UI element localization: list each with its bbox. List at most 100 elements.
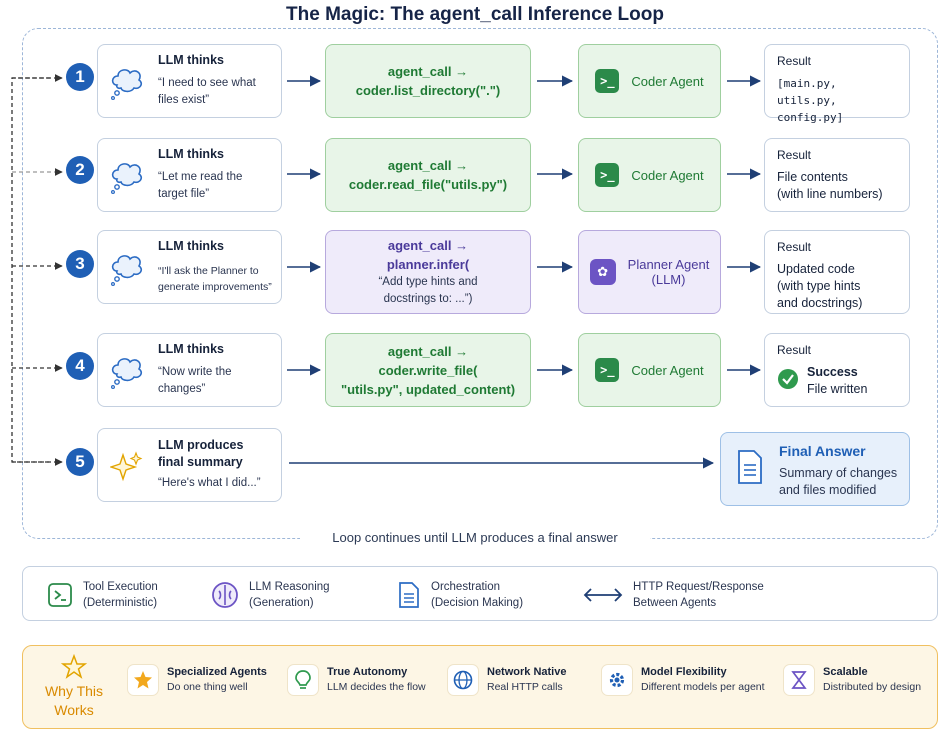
result-text: utils.py, config.py]: [777, 94, 844, 124]
thought-bubble-icon: [110, 358, 142, 389]
terminal-icon: >_: [595, 358, 620, 382]
bulb-icon: [287, 664, 319, 696]
planner-agent-box: ✿ Planner Agent (LLM): [578, 230, 721, 314]
result-box-3: Result Updated code (with type hints and…: [764, 230, 910, 314]
agent-label: Coder Agent: [631, 167, 704, 183]
step-number-5: 5: [66, 448, 94, 476]
result-text: and docstrings): [777, 296, 863, 310]
legend-item-llm: LLM Reasoning (Generation): [211, 567, 330, 622]
result-text: File contents: [777, 170, 848, 184]
result-title: Result: [777, 148, 812, 162]
sparkle-icon: [110, 451, 143, 482]
double-arrow-icon: [583, 587, 623, 602]
terminal-icon: [48, 582, 72, 607]
legend: Tool Execution(Deterministic) LLM Reason…: [22, 566, 938, 621]
result-text: File written: [807, 382, 868, 396]
think-title: LLM thinks: [158, 239, 224, 253]
legend-sub: (Decision Making): [431, 596, 524, 609]
document-icon: [399, 581, 419, 608]
think-title: LLM thinks: [158, 53, 224, 67]
step-number-1: 1: [66, 63, 94, 91]
coder-agent-box-1: >_ Coder Agent: [578, 44, 721, 118]
step-number-4: 4: [66, 352, 94, 380]
result-text: (with type hints: [777, 279, 861, 293]
result-title: Result: [777, 240, 812, 254]
result-text: Updated code: [777, 262, 855, 276]
legend-title: Orchestration: [431, 580, 501, 593]
result-box-2: Result File contents (with line numbers): [764, 138, 910, 212]
thought-bubble-icon: [110, 69, 142, 100]
thought-bubble-icon: [110, 163, 142, 194]
loop-caption: Loop continues until LLM produces a fina…: [300, 529, 650, 547]
result-text: (with line numbers): [777, 187, 883, 201]
result-box-1: Result [main.py, utils.py, config.py]: [764, 44, 910, 124]
terminal-icon: >_: [595, 163, 620, 187]
legend-sub: (Generation): [249, 596, 314, 609]
call-line: planner.infer(: [386, 257, 470, 272]
legend-item-tool: Tool Execution(Deterministic): [47, 567, 158, 622]
think-text: “Here's what I did...”: [158, 477, 261, 489]
call-line: agent_call →: [387, 64, 469, 79]
document-icon: [738, 450, 762, 484]
agent-call-box-2: agent_call → coder.read_file("utils.py"): [325, 138, 531, 212]
think-title: LLM thinks: [158, 342, 224, 356]
legend-item-orchestration: Orchestration (Decision Making): [397, 567, 523, 622]
coder-agent-box-4: >_ Coder Agent: [578, 333, 721, 407]
thought-bubble-icon: [110, 255, 142, 286]
check-icon: [778, 369, 798, 389]
agent-label: Planner Agent (LLM): [627, 257, 710, 287]
result-box-4: Result Success File written: [764, 333, 910, 407]
step-number-3: 3: [66, 250, 94, 278]
globe-icon: [447, 664, 479, 696]
call-line: "utils.py", updated_content): [340, 381, 516, 397]
gear-icon: [601, 664, 633, 696]
final-answer-title: Final Answer: [779, 443, 866, 459]
agent-label: Coder Agent: [631, 73, 704, 89]
terminal-icon: >_: [595, 69, 620, 93]
brain-icon: ✿: [589, 259, 616, 285]
agent-call-box-4: agent_call → coder.write_file( "utils.py…: [325, 333, 531, 407]
agent-call-box-1: agent_call → coder.list_directory("."): [325, 44, 531, 118]
step-number-2: 2: [66, 156, 94, 184]
legend-title: LLM Reasoning: [249, 580, 330, 593]
result-title: Result: [777, 343, 812, 357]
coder-agent-box-2: >_ Coder Agent: [578, 138, 721, 212]
call-line: “Add type hints and: [378, 276, 478, 288]
legend-sub: (Deterministic): [83, 596, 158, 609]
result-text: [main.py,: [777, 77, 837, 90]
result-text: Success: [807, 365, 858, 379]
call-line: coder.list_directory("."): [355, 83, 501, 98]
call-line: coder.read_file("utils.py"): [348, 177, 508, 192]
loop-back-line: [11, 77, 50, 463]
think-title: LLM thinks: [158, 147, 224, 161]
call-line: agent_call →: [387, 158, 469, 173]
call-line: agent_call →: [387, 343, 469, 359]
call-line: agent_call →: [387, 238, 469, 253]
call-line: coder.write_file(: [378, 362, 478, 378]
star-icon: [127, 664, 159, 696]
legend-sub: Between Agents: [633, 596, 717, 609]
star-icon: [61, 654, 87, 679]
agent-label: Coder Agent: [631, 362, 704, 378]
agent-call-box-3: agent_call → planner.infer( “Add type hi…: [325, 230, 531, 314]
